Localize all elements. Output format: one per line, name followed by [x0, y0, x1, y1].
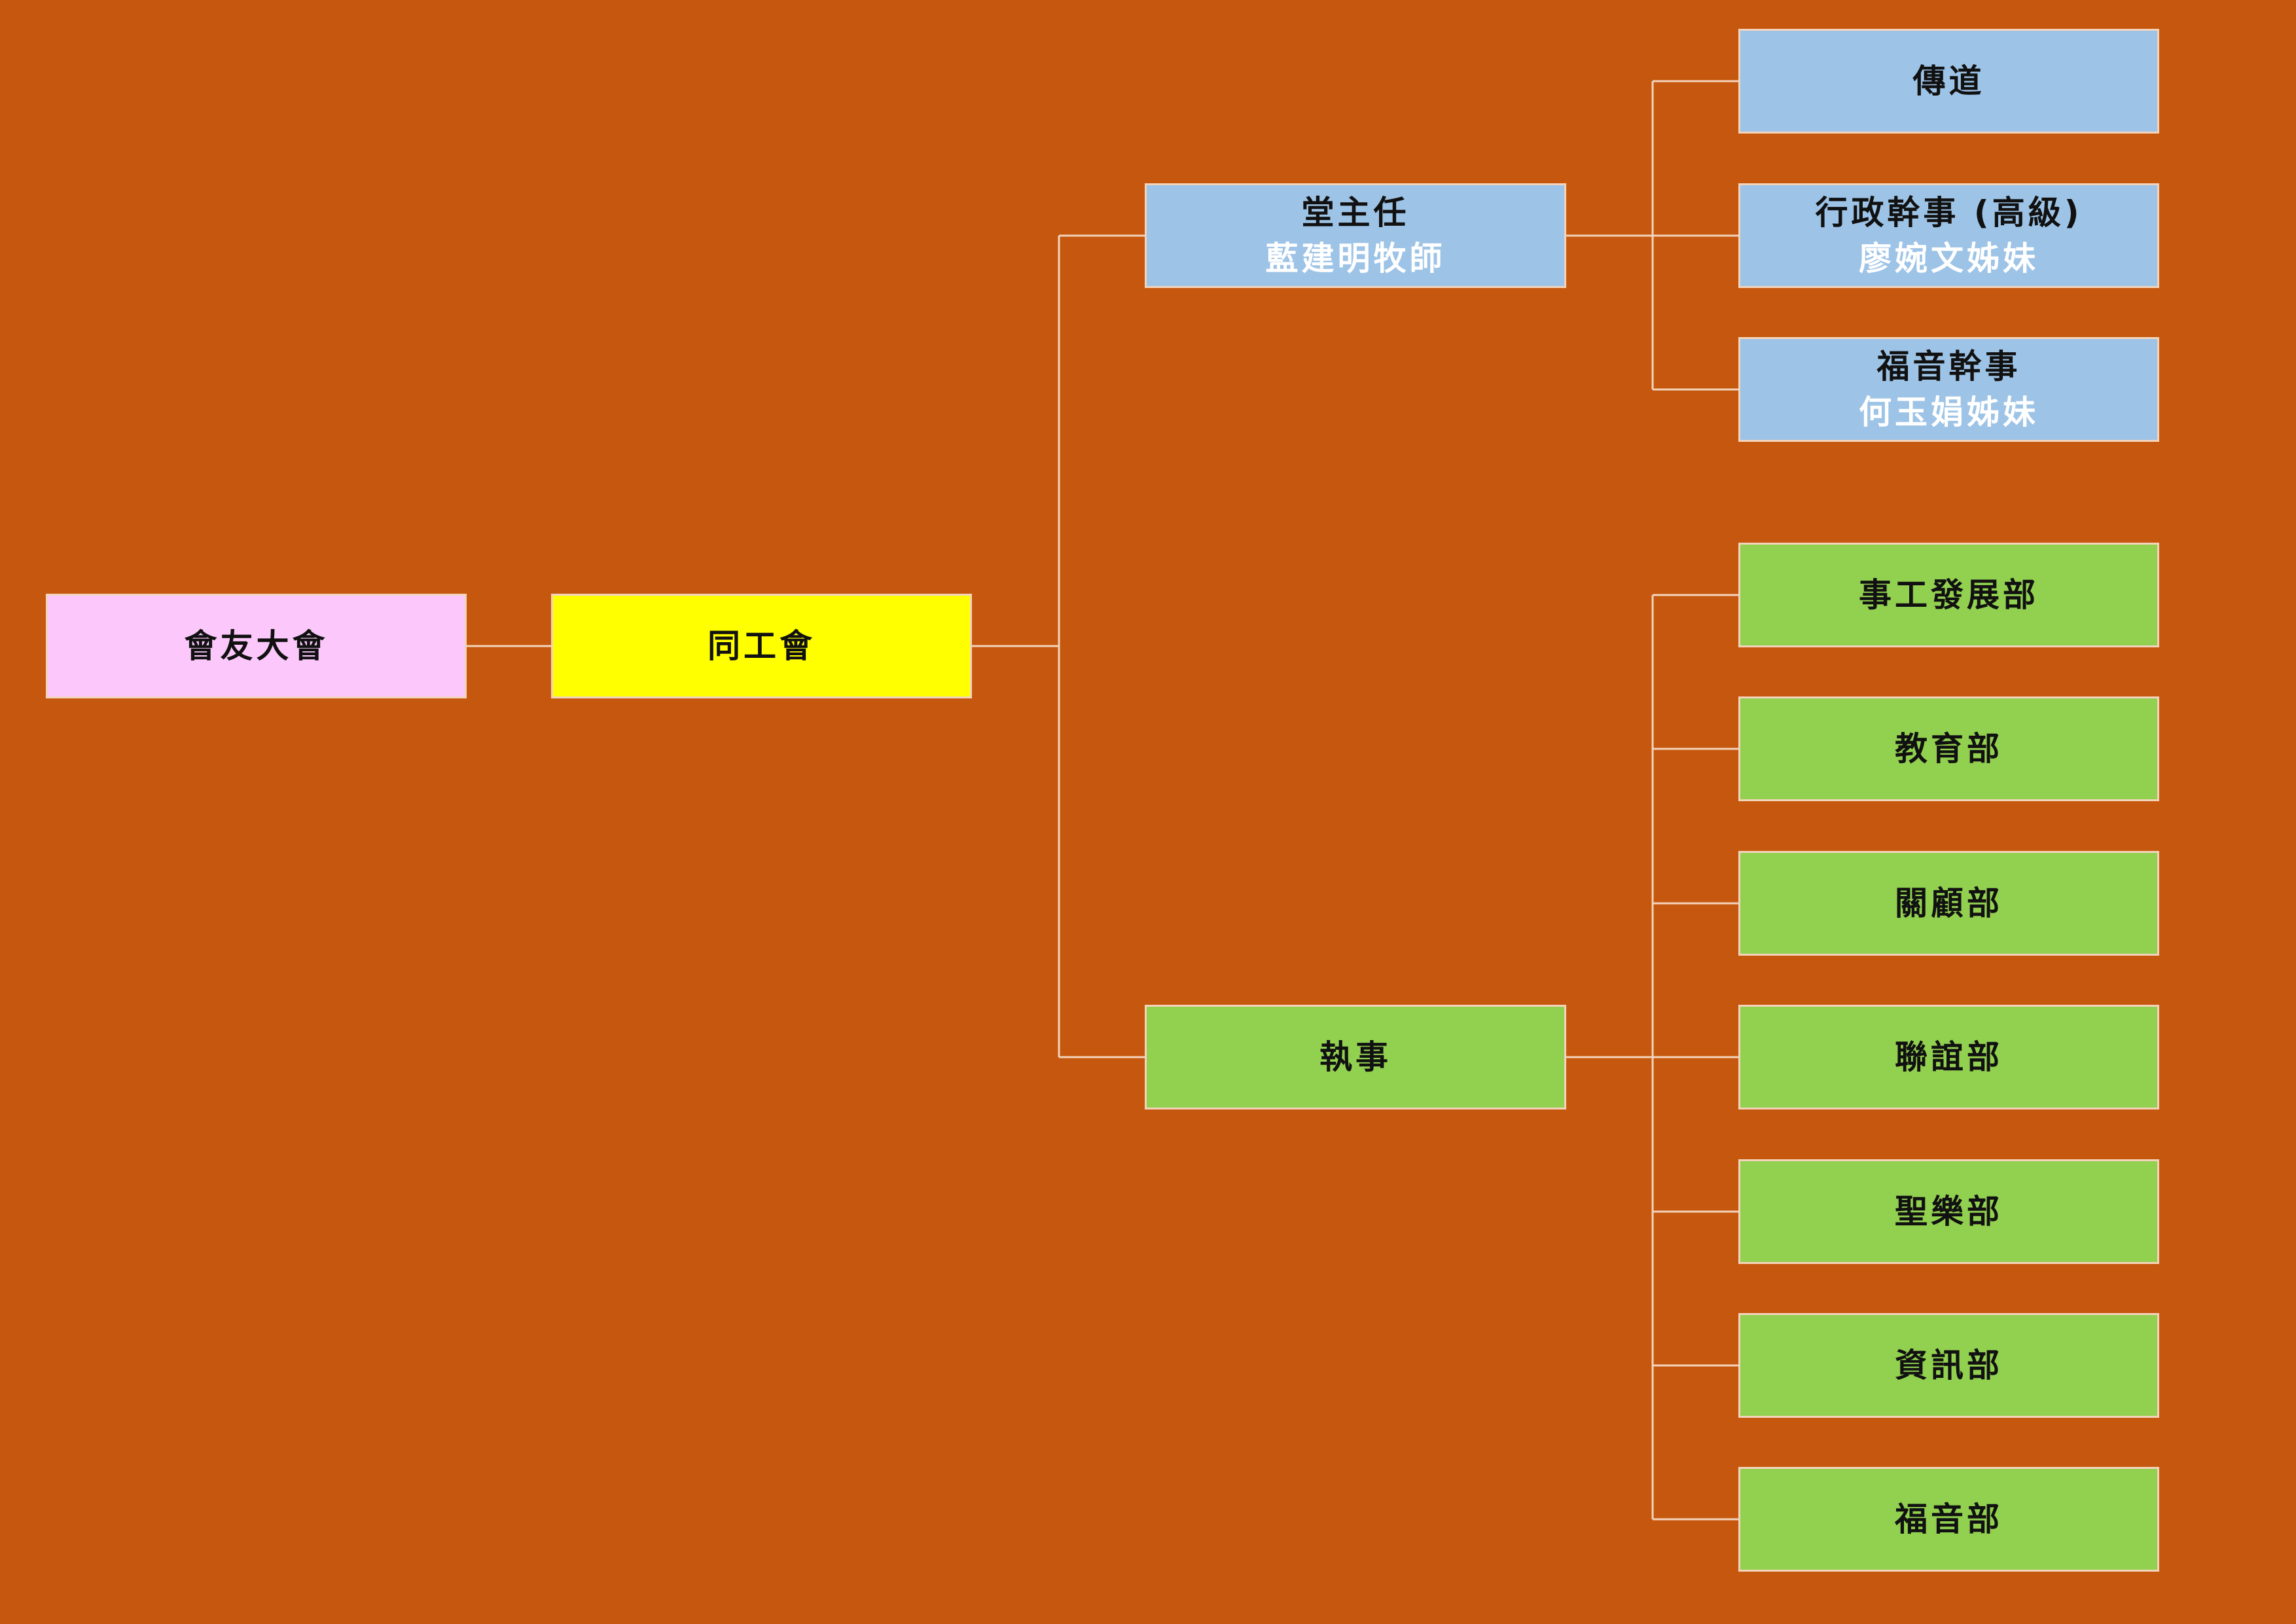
node-title: 堂主任 — [1301, 194, 1410, 232]
node-department: 聖樂部 — [1738, 1159, 2159, 1264]
node-evangelist: 傳道 — [1738, 29, 2159, 134]
node-department: 關顧部 — [1738, 851, 2159, 956]
node-title: 行政幹事 (高級) — [1815, 194, 2083, 232]
node-department: 資訊部 — [1738, 1313, 2159, 1418]
node-title: 同工會 — [708, 627, 816, 665]
node-admin-secretary: 行政幹事 (高級) 廖婉文姊妹 — [1738, 183, 2159, 288]
node-members-assembly: 會友大會 — [46, 594, 467, 698]
node-title: 執事 — [1319, 1038, 1391, 1076]
node-person-name: 藍建明牧師 — [1265, 240, 1446, 278]
node-staff-council: 同工會 — [551, 594, 972, 698]
node-title: 聖樂部 — [1895, 1193, 2003, 1231]
node-title: 聯誼部 — [1895, 1038, 2003, 1076]
node-department: 福音部 — [1738, 1467, 2159, 1572]
node-title: 事工發展部 — [1859, 576, 2039, 614]
node-department: 聯誼部 — [1738, 1005, 2159, 1110]
node-title: 傳道 — [1912, 62, 1985, 100]
node-title: 教育部 — [1895, 730, 2003, 768]
node-person-name: 廖婉文姊妹 — [1859, 240, 2039, 278]
node-department: 事工發展部 — [1738, 543, 2159, 647]
node-title: 福音幹事 — [1876, 348, 2021, 386]
node-title: 福音部 — [1895, 1500, 2003, 1538]
node-person-name: 何玉娟姊妹 — [1859, 393, 2039, 431]
node-title: 資訊部 — [1895, 1346, 2003, 1384]
node-gospel-secretary: 福音幹事 何玉娟姊妹 — [1738, 337, 2159, 442]
node-church-director: 堂主任 藍建明牧師 — [1145, 183, 1566, 288]
node-title: 關顧部 — [1895, 884, 2003, 922]
node-deacons: 執事 — [1145, 1005, 1566, 1110]
node-title: 會友大會 — [184, 627, 329, 665]
node-department: 教育部 — [1738, 696, 2159, 801]
